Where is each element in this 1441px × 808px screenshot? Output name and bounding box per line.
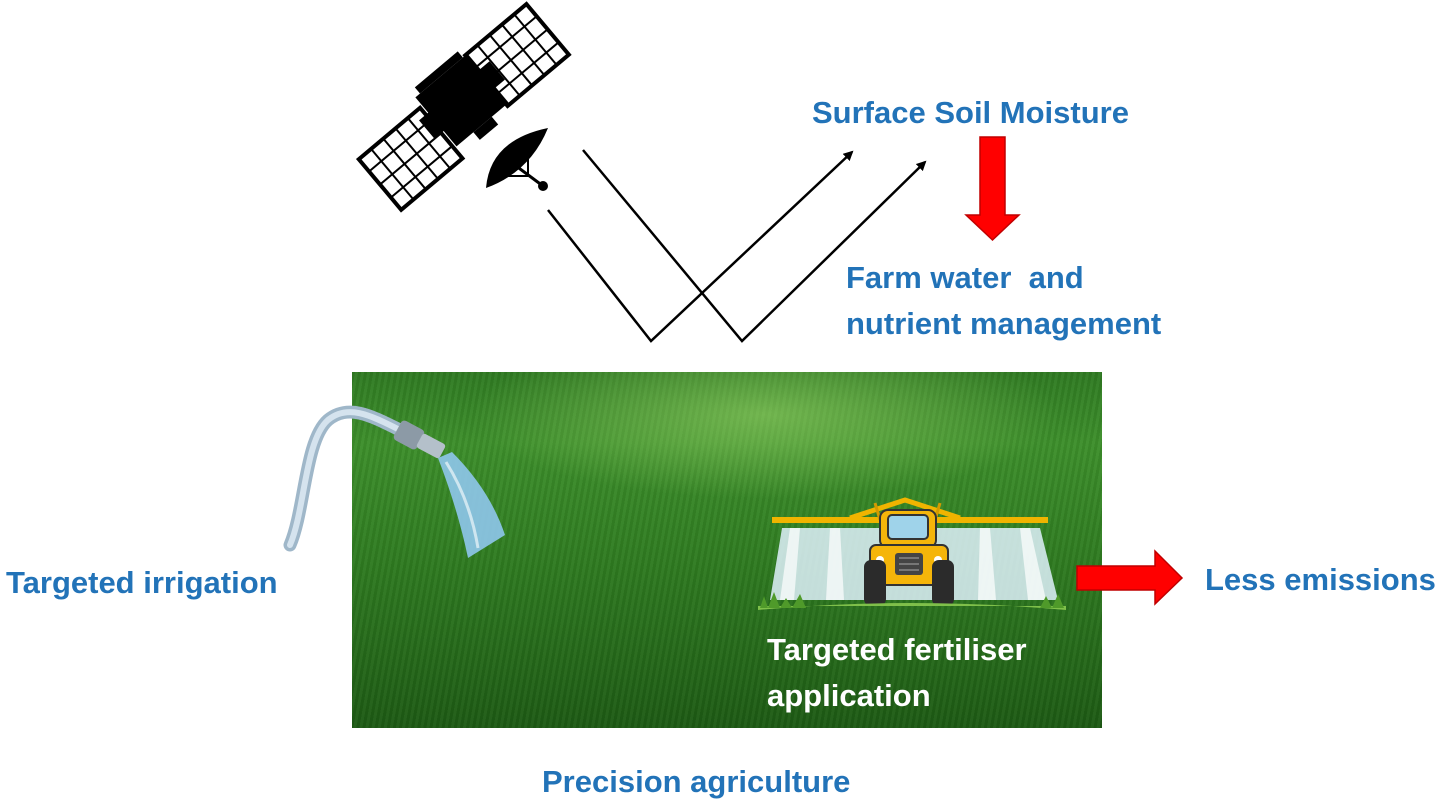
down-arrow-icon: [964, 136, 1021, 242]
targeted-fertiliser-label: Targeted fertiliser application: [767, 627, 1027, 719]
fertiliser-line-2: application: [767, 678, 931, 713]
fertiliser-line-1: Targeted fertiliser: [767, 632, 1027, 667]
signal-paths: [547, 149, 927, 343]
farm-water-line-1: Farm water and: [846, 260, 1084, 295]
hose-icon: [283, 405, 505, 558]
farm-water-line-2: nutrient management: [846, 306, 1162, 341]
farm-water-management-label: Farm water and nutrient management: [846, 255, 1161, 347]
satellite-icon: [355, 1, 572, 213]
less-emissions-label: Less emissions: [1205, 562, 1436, 597]
tractor-sprayer-icon: [758, 497, 1066, 610]
precision-agriculture-label: Precision agriculture: [542, 764, 851, 799]
right-arrow-icon: [1076, 549, 1184, 606]
surface-soil-moisture-label: Surface Soil Moisture: [812, 95, 1129, 130]
targeted-irrigation-label: Targeted irrigation: [6, 565, 278, 600]
